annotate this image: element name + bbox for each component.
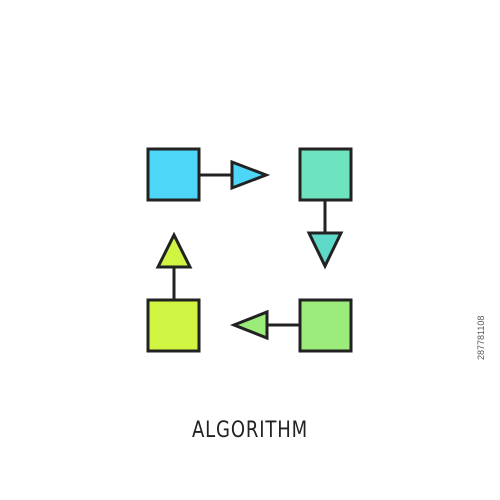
- arrow-head-down-icon: [306, 231, 344, 270]
- caption-title: ALGORITHM: [192, 418, 308, 443]
- arrow-step-2-to-step-3: [306, 200, 344, 270]
- arrow-head-up-icon: [155, 231, 193, 269]
- step-1-box: [146, 147, 201, 202]
- step-4-box: [146, 298, 201, 353]
- arrow-step-3-to-step-4: [229, 309, 300, 341]
- arrow-step-4-to-step-1: [155, 231, 193, 300]
- stock-id-label: 287781108: [476, 315, 486, 360]
- step-3-box: [298, 298, 353, 353]
- arrow-step-1-to-step-2: [199, 159, 271, 191]
- step-2-box: [298, 147, 353, 202]
- arrow-head-left-icon: [229, 309, 269, 341]
- arrow-head-right-icon: [230, 159, 271, 191]
